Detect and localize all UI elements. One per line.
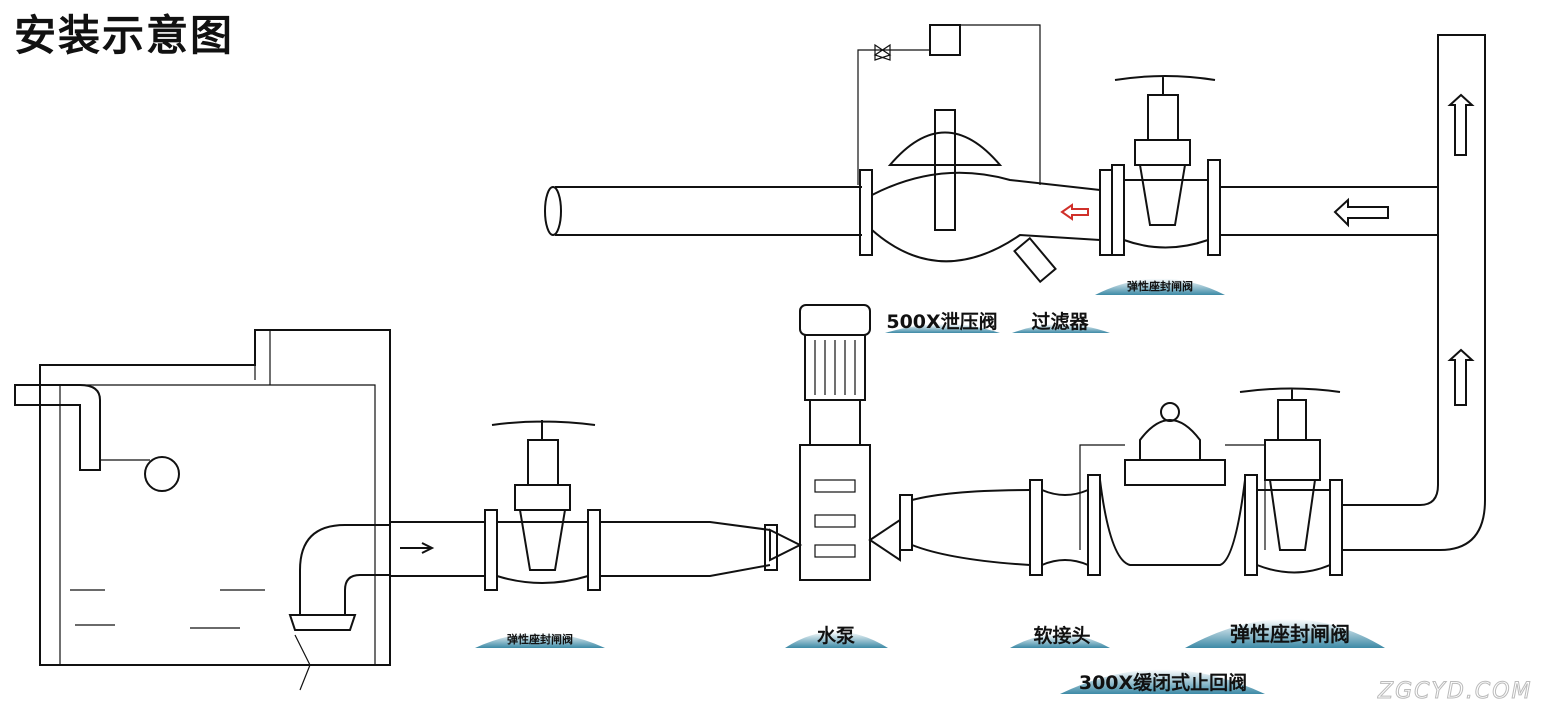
lower-pipe [390,521,771,577]
gate-valve-right [1239,387,1343,576]
gate-valve-top [1111,75,1221,256]
label-check-valve: 300X缓闭式止回阀 [1060,669,1265,694]
label-text: 弹性座封闸阀 [1230,622,1350,646]
label-text: 软接头 [1033,624,1090,647]
watermark: ZGCYD.COM [1377,679,1533,704]
label-text: 过滤器 [1031,311,1089,333]
label-pump: 水泵 [785,625,888,648]
gate-valve-left [484,420,601,591]
label-filter: 过滤器 [1012,311,1110,333]
relief-valve-filter [857,24,1113,284]
label-text: 300X缓闭式止回阀 [1079,671,1247,694]
label-text: 水泵 [817,625,855,647]
label-gate-valve-top: 弹性座封闸阀 [1095,278,1225,295]
check-valve [1029,402,1266,576]
label-relief-valve: 500X泄压阀 [885,310,1000,333]
flex-joint-pipe [911,489,1031,566]
label-text: 500X泄压阀 [886,310,997,333]
suction-elbow [288,524,390,631]
water-pump [764,304,913,581]
label-text: 弹性座封闸阀 [1127,279,1193,293]
float-valve [14,384,180,492]
riser-pipe [1333,34,1486,551]
upper-pipe [544,186,1438,236]
label-gate-valve-right: 弹性座封闸阀 [1185,619,1385,648]
label-text: 弹性座封闸阀 [507,632,573,646]
label-gate-valve-left: 弹性座封闸阀 [475,632,605,648]
diagram-title: 安装示意图 [14,11,235,60]
water-tank [39,329,391,691]
label-flex-joint: 软接头 [1010,624,1110,648]
